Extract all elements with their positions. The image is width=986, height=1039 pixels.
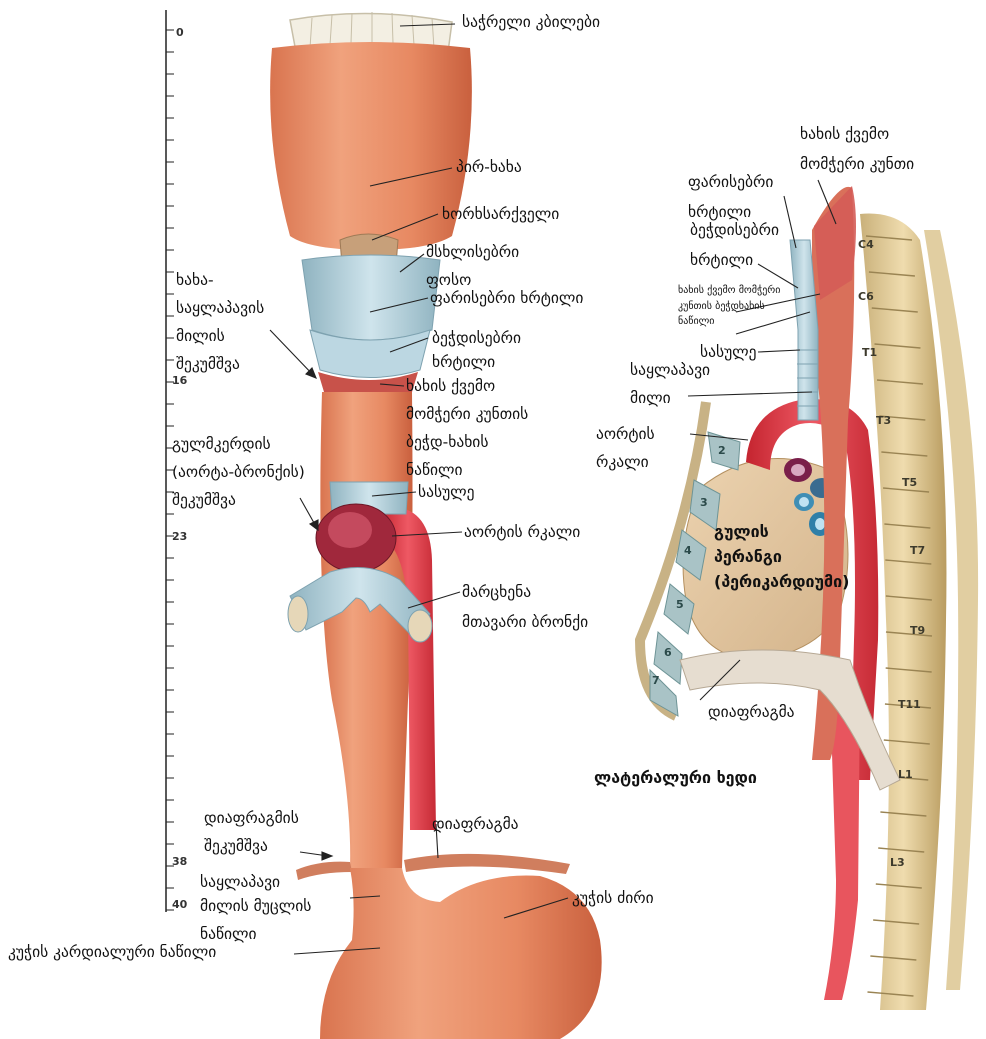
- vertebra-label-t3: T3: [876, 414, 891, 427]
- label-incisor-teeth: საჭრელი კბილები: [462, 10, 600, 34]
- label-lateral-esophagus: საყლაპავი მილი: [630, 358, 710, 410]
- label-cardia: კუჭის კარდიალური ნაწილი: [8, 940, 216, 964]
- vertebra-label-l1: L1: [898, 768, 913, 781]
- rib-label-4: 4: [684, 544, 692, 557]
- scale-tick-0: 0: [176, 26, 184, 39]
- label-diaphragm: დიაფრაგმა: [432, 812, 519, 836]
- label-gastric-fundus: კუჭის ძირი: [572, 886, 654, 910]
- vertebra-label-c4: C4: [858, 238, 874, 251]
- vertebra-label-l3: L3: [890, 856, 905, 869]
- label-lateral-cricoid-cartilage: ბეჭდისებრი ხრტილი: [690, 218, 779, 272]
- label-piriform-fossa: მსხლისებრი ფოსო: [426, 240, 519, 292]
- vertebra-label-t9: T9: [910, 624, 925, 637]
- label-pericardium: გულის პერანგი (პერიკარდიუმი): [714, 520, 849, 594]
- diaphragm-right: [404, 854, 570, 874]
- stomach: [320, 868, 602, 1039]
- rib-label-6: 6: [664, 646, 672, 659]
- thyroid-cartilage: [302, 255, 440, 340]
- label-pharynx: პირ-ხახა: [456, 155, 522, 179]
- label-bronchoaortic-constriction: გულმკერდის (აორტა-ბრონქის) შეკუმშვა: [172, 432, 305, 512]
- label-lateral-aortic-arch: აორტის რკალი: [596, 422, 655, 474]
- label-lateral-thyroid-cartilage: ფარისებრი ხრტილი: [688, 170, 773, 224]
- scale-tick-23: 23: [172, 530, 187, 543]
- esophagus-tube: [320, 392, 412, 868]
- vertebra-label-t1: T1: [862, 346, 877, 359]
- rib-label-2: 2: [718, 444, 726, 457]
- label-trachea: სასულე: [418, 480, 475, 504]
- rib-label-3: 3: [700, 496, 708, 509]
- label-lateral-view-title: ლატერალური ხედი: [594, 766, 757, 791]
- rib-label-7: 7: [652, 674, 660, 687]
- vertebra-label-t5: T5: [902, 476, 917, 489]
- vertebra-label-c6: C6: [858, 290, 874, 303]
- label-cricoid-cartilage: ბეჭდისებრი ხრტილი: [432, 326, 521, 374]
- label-lateral-inferior-constrictor: ხახის ქვემო მომჭერი კუნთი: [800, 122, 914, 176]
- rib-label-5: 5: [676, 598, 684, 611]
- label-abdominal-esophagus: საყლაპავი მილის მუცლის ნაწილი: [200, 870, 311, 946]
- scale-tick-38: 38: [172, 855, 187, 868]
- label-cricopharyngeal-part: ხახის ქვემო მომჭერი კუნთის ბეჭდ-ხახის ნა…: [406, 374, 528, 482]
- vertebra-label-t11: T11: [898, 698, 921, 711]
- label-left-main-bronchus: მარცხენა მთავარი ბრონქი: [462, 580, 588, 634]
- label-aortic-arch: აორტის რკალი: [464, 520, 580, 544]
- label-thyroid-cartilage: ფარისებრი ხრტილი: [430, 286, 583, 310]
- scale-tick-40: 40: [172, 898, 187, 911]
- label-pharyngoesophageal-constriction: ხახა- საყლაპავის მილის შეკუმშვა: [176, 268, 264, 376]
- label-lateral-diaphragm: დიაფრაგმა: [708, 700, 795, 724]
- label-epiglottis: ხორხსარქველი: [442, 202, 559, 226]
- label-lateral-cricopharyngeal-part: ხახის ქვემო მომჭერი კუნთის ბეჭდხახის ნაწ…: [678, 284, 780, 329]
- vertebra-label-t7: T7: [910, 544, 925, 557]
- label-diaphragmatic-constriction: დიაფრაგმის შეკუმშვა: [204, 806, 299, 858]
